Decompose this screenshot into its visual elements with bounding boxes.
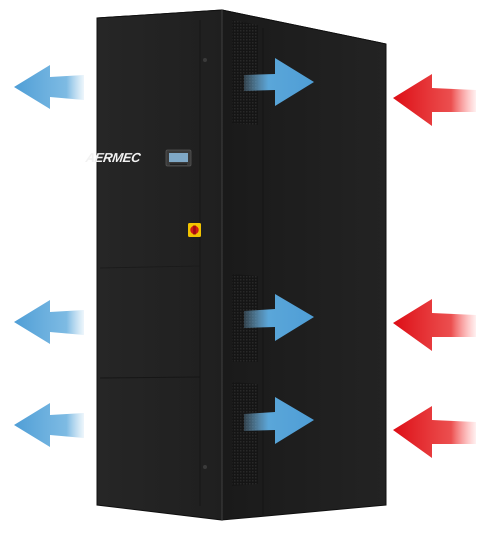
front-panel-seam-horizontal xyxy=(99,376,201,379)
air-in-right-arrow-middle xyxy=(393,299,476,351)
side-grille-bottom xyxy=(232,382,258,486)
cabinet-front xyxy=(96,9,223,521)
air-through-arrow-bottom xyxy=(244,397,314,444)
front-panel-seam-horizontal xyxy=(99,265,201,269)
air-out-left-arrow-bottom xyxy=(14,403,84,447)
air-through-arrow-middle xyxy=(244,294,314,341)
control-display-icon xyxy=(165,149,192,167)
air-out-left-arrow-middle xyxy=(14,300,84,344)
brand-logo: AERMEC xyxy=(84,150,142,165)
screw xyxy=(203,58,207,62)
screw xyxy=(203,465,207,469)
air-in-right-arrow-bottom xyxy=(393,406,476,458)
air-out-left-arrow-top xyxy=(14,65,84,109)
isolator-switch-icon xyxy=(188,223,201,237)
air-through-arrow-top xyxy=(244,58,314,106)
cabinet: AERMEC xyxy=(84,9,387,521)
air-in-right-arrow-top xyxy=(393,74,476,126)
side-grille-top xyxy=(232,20,258,125)
